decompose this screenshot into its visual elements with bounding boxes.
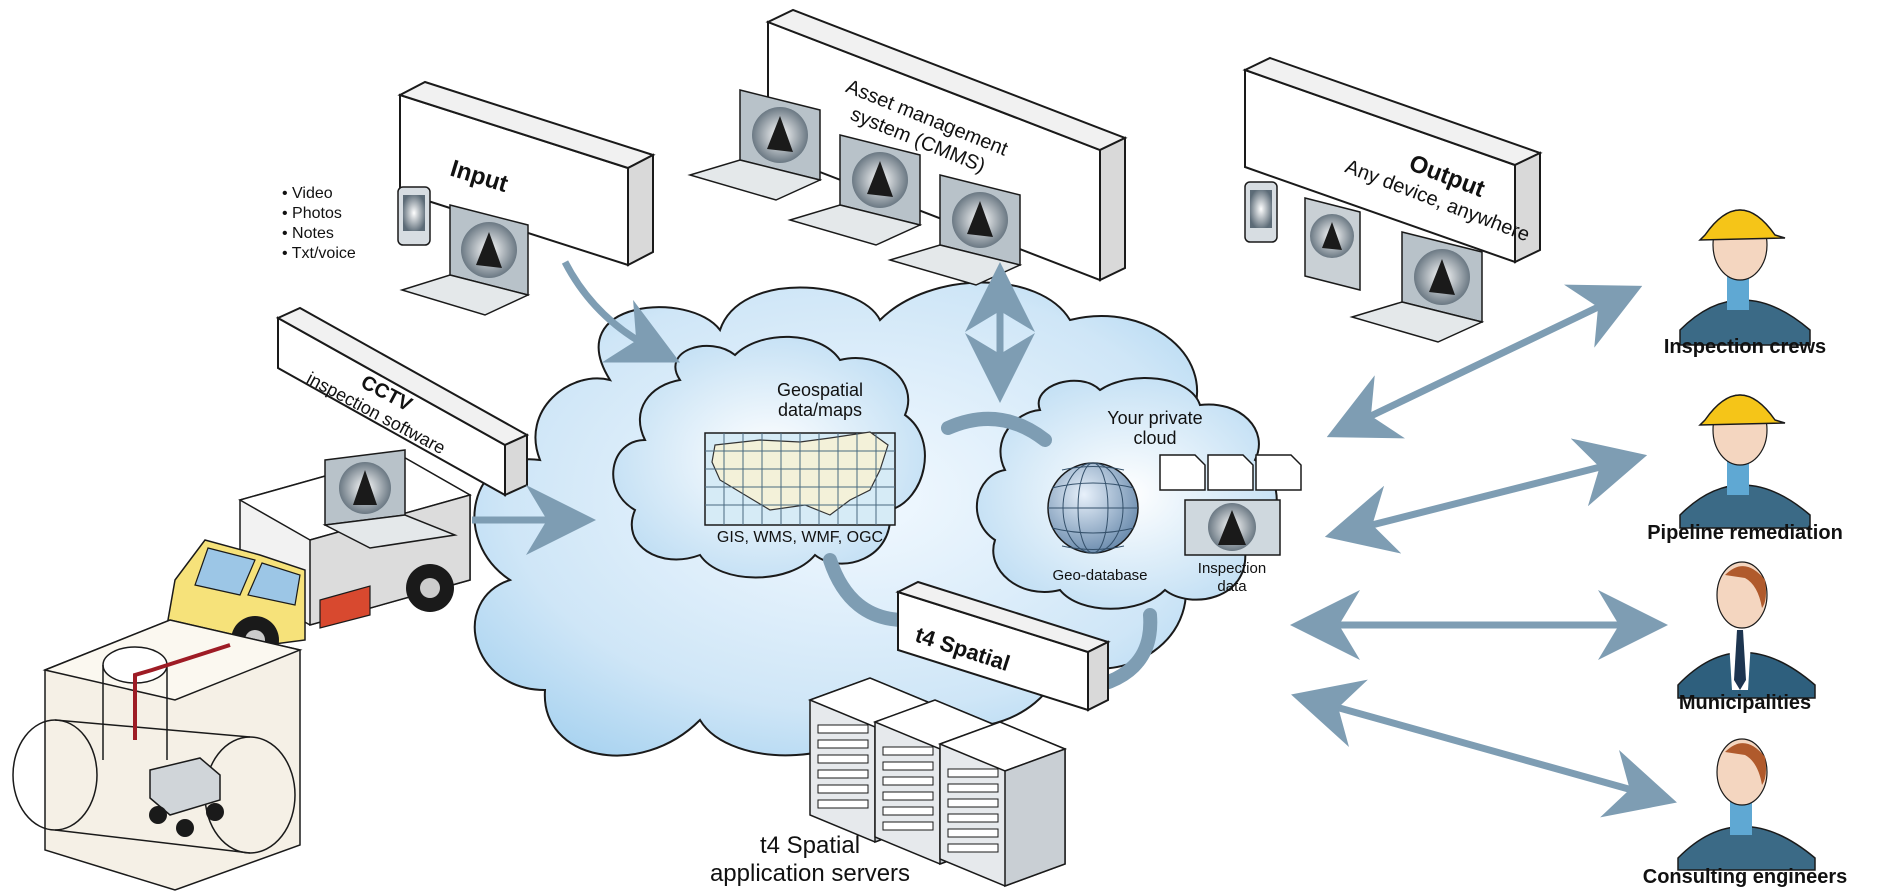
geo-database-label: Geo-database <box>1052 567 1148 584</box>
input-devices <box>397 186 531 316</box>
bullet-video: Video <box>282 184 356 204</box>
application-servers-icon <box>807 677 1066 887</box>
phone-icon <box>1244 181 1278 243</box>
arrow-pipeline-remediation <box>1324 438 1648 554</box>
servers-label: t4 Spatial application servers <box>660 832 960 888</box>
inspection-data-line2: data <box>1217 578 1247 595</box>
flow-arrows <box>472 260 1677 818</box>
private-cloud <box>976 377 1302 610</box>
geospatial-title-line2: data/maps <box>777 400 863 420</box>
inspection-crew-figure <box>1679 209 1811 346</box>
t4-spatial-box <box>895 580 1111 712</box>
bullet-notes: Notes <box>282 224 356 244</box>
us-map-grid <box>704 431 896 526</box>
role-municipalities: Municipalities <box>1678 692 1812 714</box>
inspection-data-icon <box>1184 499 1281 556</box>
document-icons <box>1159 454 1302 491</box>
geospatial-cloud <box>612 335 926 579</box>
input-bullet-list: Video Photos Notes Txt/voice <box>282 184 356 264</box>
pipeline-remediation-figure <box>1679 394 1811 529</box>
geospatial-title: Geospatial data/maps <box>745 380 895 420</box>
geospatial-formats: GIS, WMS, WMF, OGC <box>716 529 884 546</box>
arrow-input-to-cloud <box>561 260 681 363</box>
consulting-engineers-figure <box>1677 738 1816 871</box>
role-pipeline-remediation: Pipeline remediation <box>1647 522 1843 544</box>
geospatial-title-line1: Geospatial <box>776 380 864 400</box>
servers-label-line1: t4 Spatial <box>759 832 861 859</box>
bullet-photos: Photos <box>282 204 356 224</box>
role-inspection-crews: Inspection crews <box>1663 336 1827 358</box>
arrow-consulting-engineers <box>1291 679 1677 818</box>
truck-laptop-icon <box>322 449 458 549</box>
output-box <box>1242 56 1543 264</box>
private-cloud-title-line2: cloud <box>1133 428 1177 448</box>
phone-icon <box>397 186 431 246</box>
tablet-icon <box>1304 197 1361 291</box>
pipe-manhole-icon <box>12 619 303 891</box>
arrow-inspection-crews <box>1326 284 1643 439</box>
input-box <box>397 80 656 267</box>
inspection-data-line1: Inspection <box>1197 560 1267 577</box>
laptop-icon <box>1349 231 1485 343</box>
bullet-txt-voice: Txt/voice <box>282 244 356 264</box>
private-cloud-title-line1: Your private <box>1107 408 1203 428</box>
laptop-icon <box>399 204 531 316</box>
municipalities-figure <box>1677 561 1816 699</box>
servers-label-line2: application servers <box>709 860 911 887</box>
role-consulting-engineers: Consulting engineers <box>1642 866 1848 888</box>
inspection-data-label: Inspection data <box>1172 560 1292 596</box>
asset-laptops <box>687 89 1021 286</box>
globe-icon <box>1047 462 1139 554</box>
private-cloud-title: Your private cloud <box>1075 408 1235 448</box>
